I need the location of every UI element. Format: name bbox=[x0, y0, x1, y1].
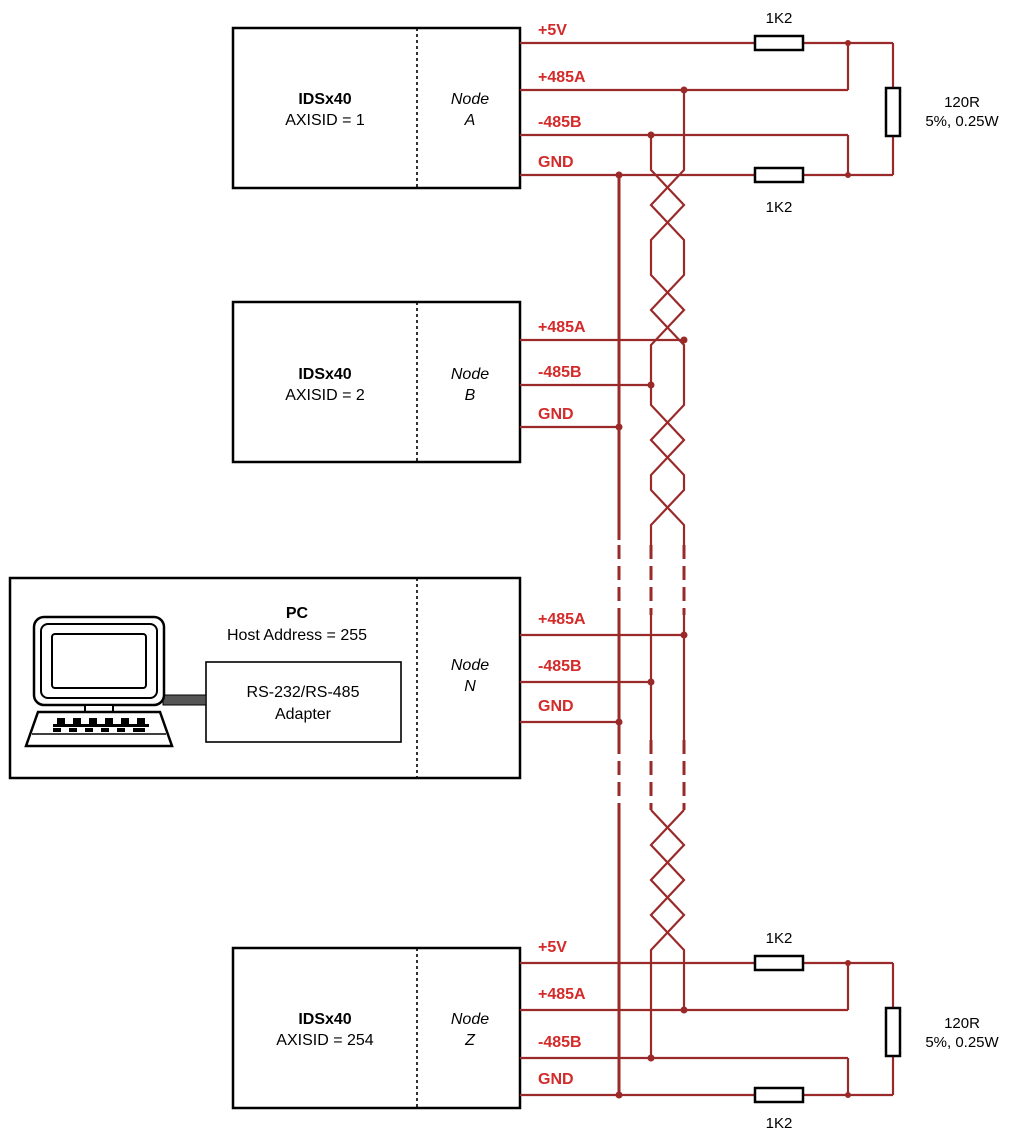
junction-a-tie-1 bbox=[845, 40, 851, 46]
pulldown-label-a: 1K2 bbox=[766, 199, 793, 216]
pin-label-n-gnd: GND bbox=[538, 698, 574, 715]
junction-a-tie-2 bbox=[845, 172, 851, 178]
node-word-z: Node bbox=[451, 1011, 489, 1028]
device-subtitle-z: AXISID = 254 bbox=[276, 1032, 373, 1049]
adapter-line-2: Adapter bbox=[275, 706, 332, 723]
resistor-icon bbox=[884, 86, 902, 138]
device-box-b bbox=[231, 300, 522, 464]
node-letter-z: Z bbox=[464, 1032, 476, 1049]
pin-label-z-485b: -485B bbox=[538, 1034, 582, 1051]
junction-b-485a bbox=[680, 336, 688, 344]
resistor-icon bbox=[753, 1086, 805, 1104]
twisted-pair-upper bbox=[649, 90, 686, 545]
termination-spec-a: 5%, 0.25W bbox=[925, 113, 999, 130]
bus-trunk bbox=[617, 90, 686, 1095]
device-node-z: IDSx40 AXISID = 254 Node Z +5V +485A -48… bbox=[231, 930, 1000, 1132]
pin-label-a-485b: -485B bbox=[538, 114, 582, 131]
junction-z-485b bbox=[647, 1054, 655, 1062]
junction-z-tie-1 bbox=[845, 960, 851, 966]
junction-b-485b bbox=[647, 381, 655, 389]
junction-n-485b bbox=[647, 678, 655, 686]
resistor-icon bbox=[753, 954, 805, 972]
termination-spec-z: 5%, 0.25W bbox=[925, 1034, 999, 1051]
junction-b-gnd bbox=[615, 423, 623, 431]
junction-a-485a bbox=[680, 86, 688, 94]
junction-a-gnd bbox=[615, 171, 623, 179]
junction-z-485a bbox=[680, 1006, 688, 1014]
pullup-label-z: 1K2 bbox=[766, 930, 793, 947]
adapter-line-1: RS-232/RS-485 bbox=[247, 684, 360, 701]
node-letter-a: A bbox=[464, 112, 476, 129]
junction-a-485b bbox=[647, 131, 655, 139]
junction-n-485a bbox=[680, 631, 688, 639]
serial-cable bbox=[162, 694, 207, 706]
pin-label-a-5v: +5V bbox=[538, 22, 567, 39]
device-title-z: IDSx40 bbox=[298, 1011, 351, 1028]
device-subtitle-a: AXISID = 1 bbox=[285, 112, 365, 129]
twisted-pair-lower bbox=[649, 809, 686, 1058]
pin-label-b-gnd: GND bbox=[538, 406, 574, 423]
node-letter-b: B bbox=[465, 387, 476, 404]
resistor-icon bbox=[753, 34, 805, 52]
pin-label-b-485a: +485A bbox=[538, 319, 586, 336]
device-box-a bbox=[231, 26, 522, 190]
pin-label-z-485a: +485A bbox=[538, 986, 586, 1003]
pin-label-b-485b: -485B bbox=[538, 364, 582, 381]
node-word-a: Node bbox=[451, 91, 489, 108]
resistor-icon bbox=[884, 1006, 902, 1058]
junction-z-gnd bbox=[615, 1091, 623, 1099]
node-word-n: Node bbox=[451, 657, 489, 674]
pullup-label-a: 1K2 bbox=[766, 10, 793, 27]
resistor-icon bbox=[753, 166, 805, 184]
device-title-a: IDSx40 bbox=[298, 91, 351, 108]
device-subtitle-n: Host Address = 255 bbox=[227, 627, 367, 644]
junction-z-tie-2 bbox=[845, 1092, 851, 1098]
computer-icon bbox=[24, 615, 174, 748]
pin-label-a-485a: +485A bbox=[538, 69, 586, 86]
termination-label-z: 120R bbox=[944, 1015, 980, 1032]
device-node-b: IDSx40 AXISID = 2 Node B +485A -485B GND bbox=[231, 300, 688, 464]
device-node-n: PC Host Address = 255 Node N RS-232/RS-4… bbox=[8, 576, 688, 780]
pin-label-z-5v: +5V bbox=[538, 939, 567, 956]
device-box-z bbox=[231, 946, 522, 1110]
pulldown-label-z: 1K2 bbox=[766, 1115, 793, 1132]
device-title-b: IDSx40 bbox=[298, 366, 351, 383]
adapter-box bbox=[205, 661, 402, 743]
node-letter-n: N bbox=[464, 678, 476, 695]
node-word-b: Node bbox=[451, 366, 489, 383]
device-node-a: IDSx40 AXISID = 1 Node A +5V +485A -485B… bbox=[231, 10, 1000, 216]
pin-label-a-gnd: GND bbox=[538, 154, 574, 171]
pin-label-n-485b: -485B bbox=[538, 658, 582, 675]
pin-label-z-gnd: GND bbox=[538, 1071, 574, 1088]
termination-label-a: 120R bbox=[944, 94, 980, 111]
junction-n-gnd bbox=[615, 718, 623, 726]
pin-label-n-485a: +485A bbox=[538, 611, 586, 628]
device-subtitle-b: AXISID = 2 bbox=[285, 387, 365, 404]
device-title-n: PC bbox=[286, 605, 309, 622]
